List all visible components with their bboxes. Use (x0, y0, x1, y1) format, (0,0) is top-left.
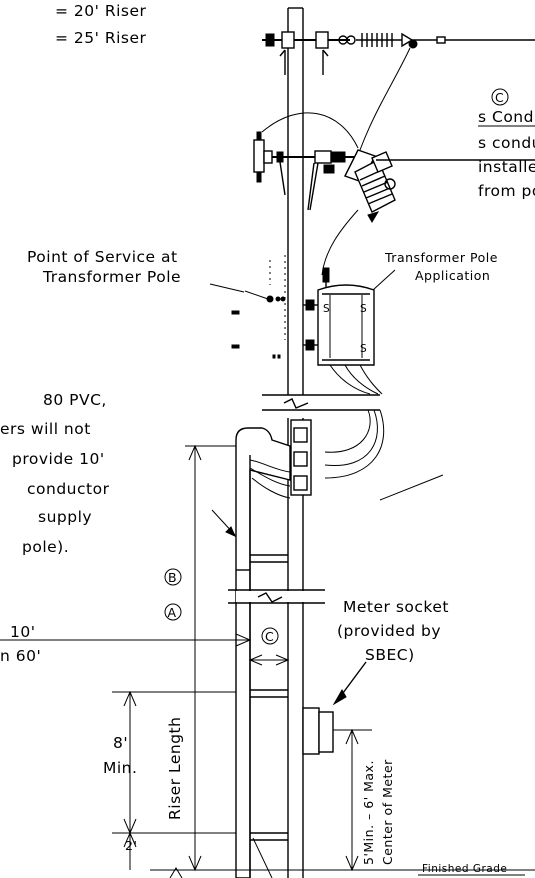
overhead-conductor (359, 36, 535, 151)
fused-cutout (321, 149, 535, 276)
circle-a-label: A (168, 605, 177, 620)
circle-c-label: C (265, 629, 274, 644)
pvc-note-line-2: ers will not (0, 420, 91, 438)
riser-straps (250, 554, 288, 841)
min-label: Min. (103, 759, 137, 777)
two-foot-label: 2' (125, 838, 137, 853)
eight-foot-label: 8' (113, 734, 128, 752)
pvc-note-line-6: pole). (22, 538, 69, 556)
service-drop-conductors (324, 409, 385, 479)
riser-length-dimension (185, 444, 236, 872)
riser-conduit (235, 427, 291, 878)
conduit-note-line-2: installed (478, 158, 535, 176)
transformer-app-line-1: Transformer Pole (384, 250, 498, 265)
circle-b-symbol: B (164, 568, 182, 586)
service-point-hardware (231, 255, 286, 359)
transformer: S S S (303, 267, 383, 395)
pvc-note-line-3: provide 10' (12, 450, 105, 468)
cutout-bracket (253, 112, 359, 211)
conduit-note-line-1: s conduit (478, 134, 535, 152)
two-foot-dimension (123, 831, 137, 870)
point-of-service-line-2: Transformer Pole (42, 268, 181, 286)
insulator-string (338, 32, 418, 49)
finished-grade-label: Finished Grade (422, 863, 507, 875)
meter-height-line-1: 5'Min. – 6' Max. (361, 760, 376, 865)
distance-note-line-2: n 60' (0, 647, 41, 665)
circle-c-symbol: C (261, 627, 279, 645)
conduit-note-line-3: from pole (478, 182, 535, 200)
crossarm-hardware (262, 31, 350, 75)
distance-note-line-1: 10' (10, 623, 35, 641)
c-dimension (248, 654, 290, 666)
meter-socket-line-1: Meter socket (343, 598, 449, 616)
meter-socket-line-3: SBEC) (365, 646, 415, 664)
distance-line (0, 633, 252, 647)
note-c-symbol-label: C (495, 90, 504, 105)
meter-height-line-2: Center of Meter (380, 759, 395, 865)
eight-foot-dimension (112, 690, 236, 835)
weatherhead-boxes (290, 419, 312, 496)
leader-lines (209, 269, 444, 537)
transformer-mark-right: S (360, 303, 367, 315)
riser-note-line-1: = 20' Riser (55, 2, 147, 20)
riser-note-line-2: = 25' Riser (55, 29, 147, 47)
note-c-symbol: C (491, 88, 509, 106)
pvc-note-line-4: conductor (27, 480, 110, 498)
meter-socket (302, 661, 367, 755)
circle-b-label: B (168, 570, 177, 585)
transformer-mark-left: S (323, 303, 330, 315)
pvc-note-line-1: 80 PVC, (43, 391, 107, 409)
riser-length-label: Riser Length (166, 717, 184, 820)
transformer-app-line-2: Application (415, 268, 490, 283)
transformer-mark-right-lower: S (360, 343, 367, 355)
riser-break-symbol (228, 589, 325, 604)
pole-break-symbol (262, 394, 380, 411)
conduit-note-heading: s Conduit (478, 108, 535, 126)
pvc-note-line-5: supply (38, 508, 92, 526)
meter-socket-line-2: (provided by (337, 622, 441, 640)
finished-grade-line (150, 837, 535, 878)
point-of-service-line-1: Point of Service at (27, 248, 178, 266)
circle-a-symbol: A (164, 603, 182, 621)
